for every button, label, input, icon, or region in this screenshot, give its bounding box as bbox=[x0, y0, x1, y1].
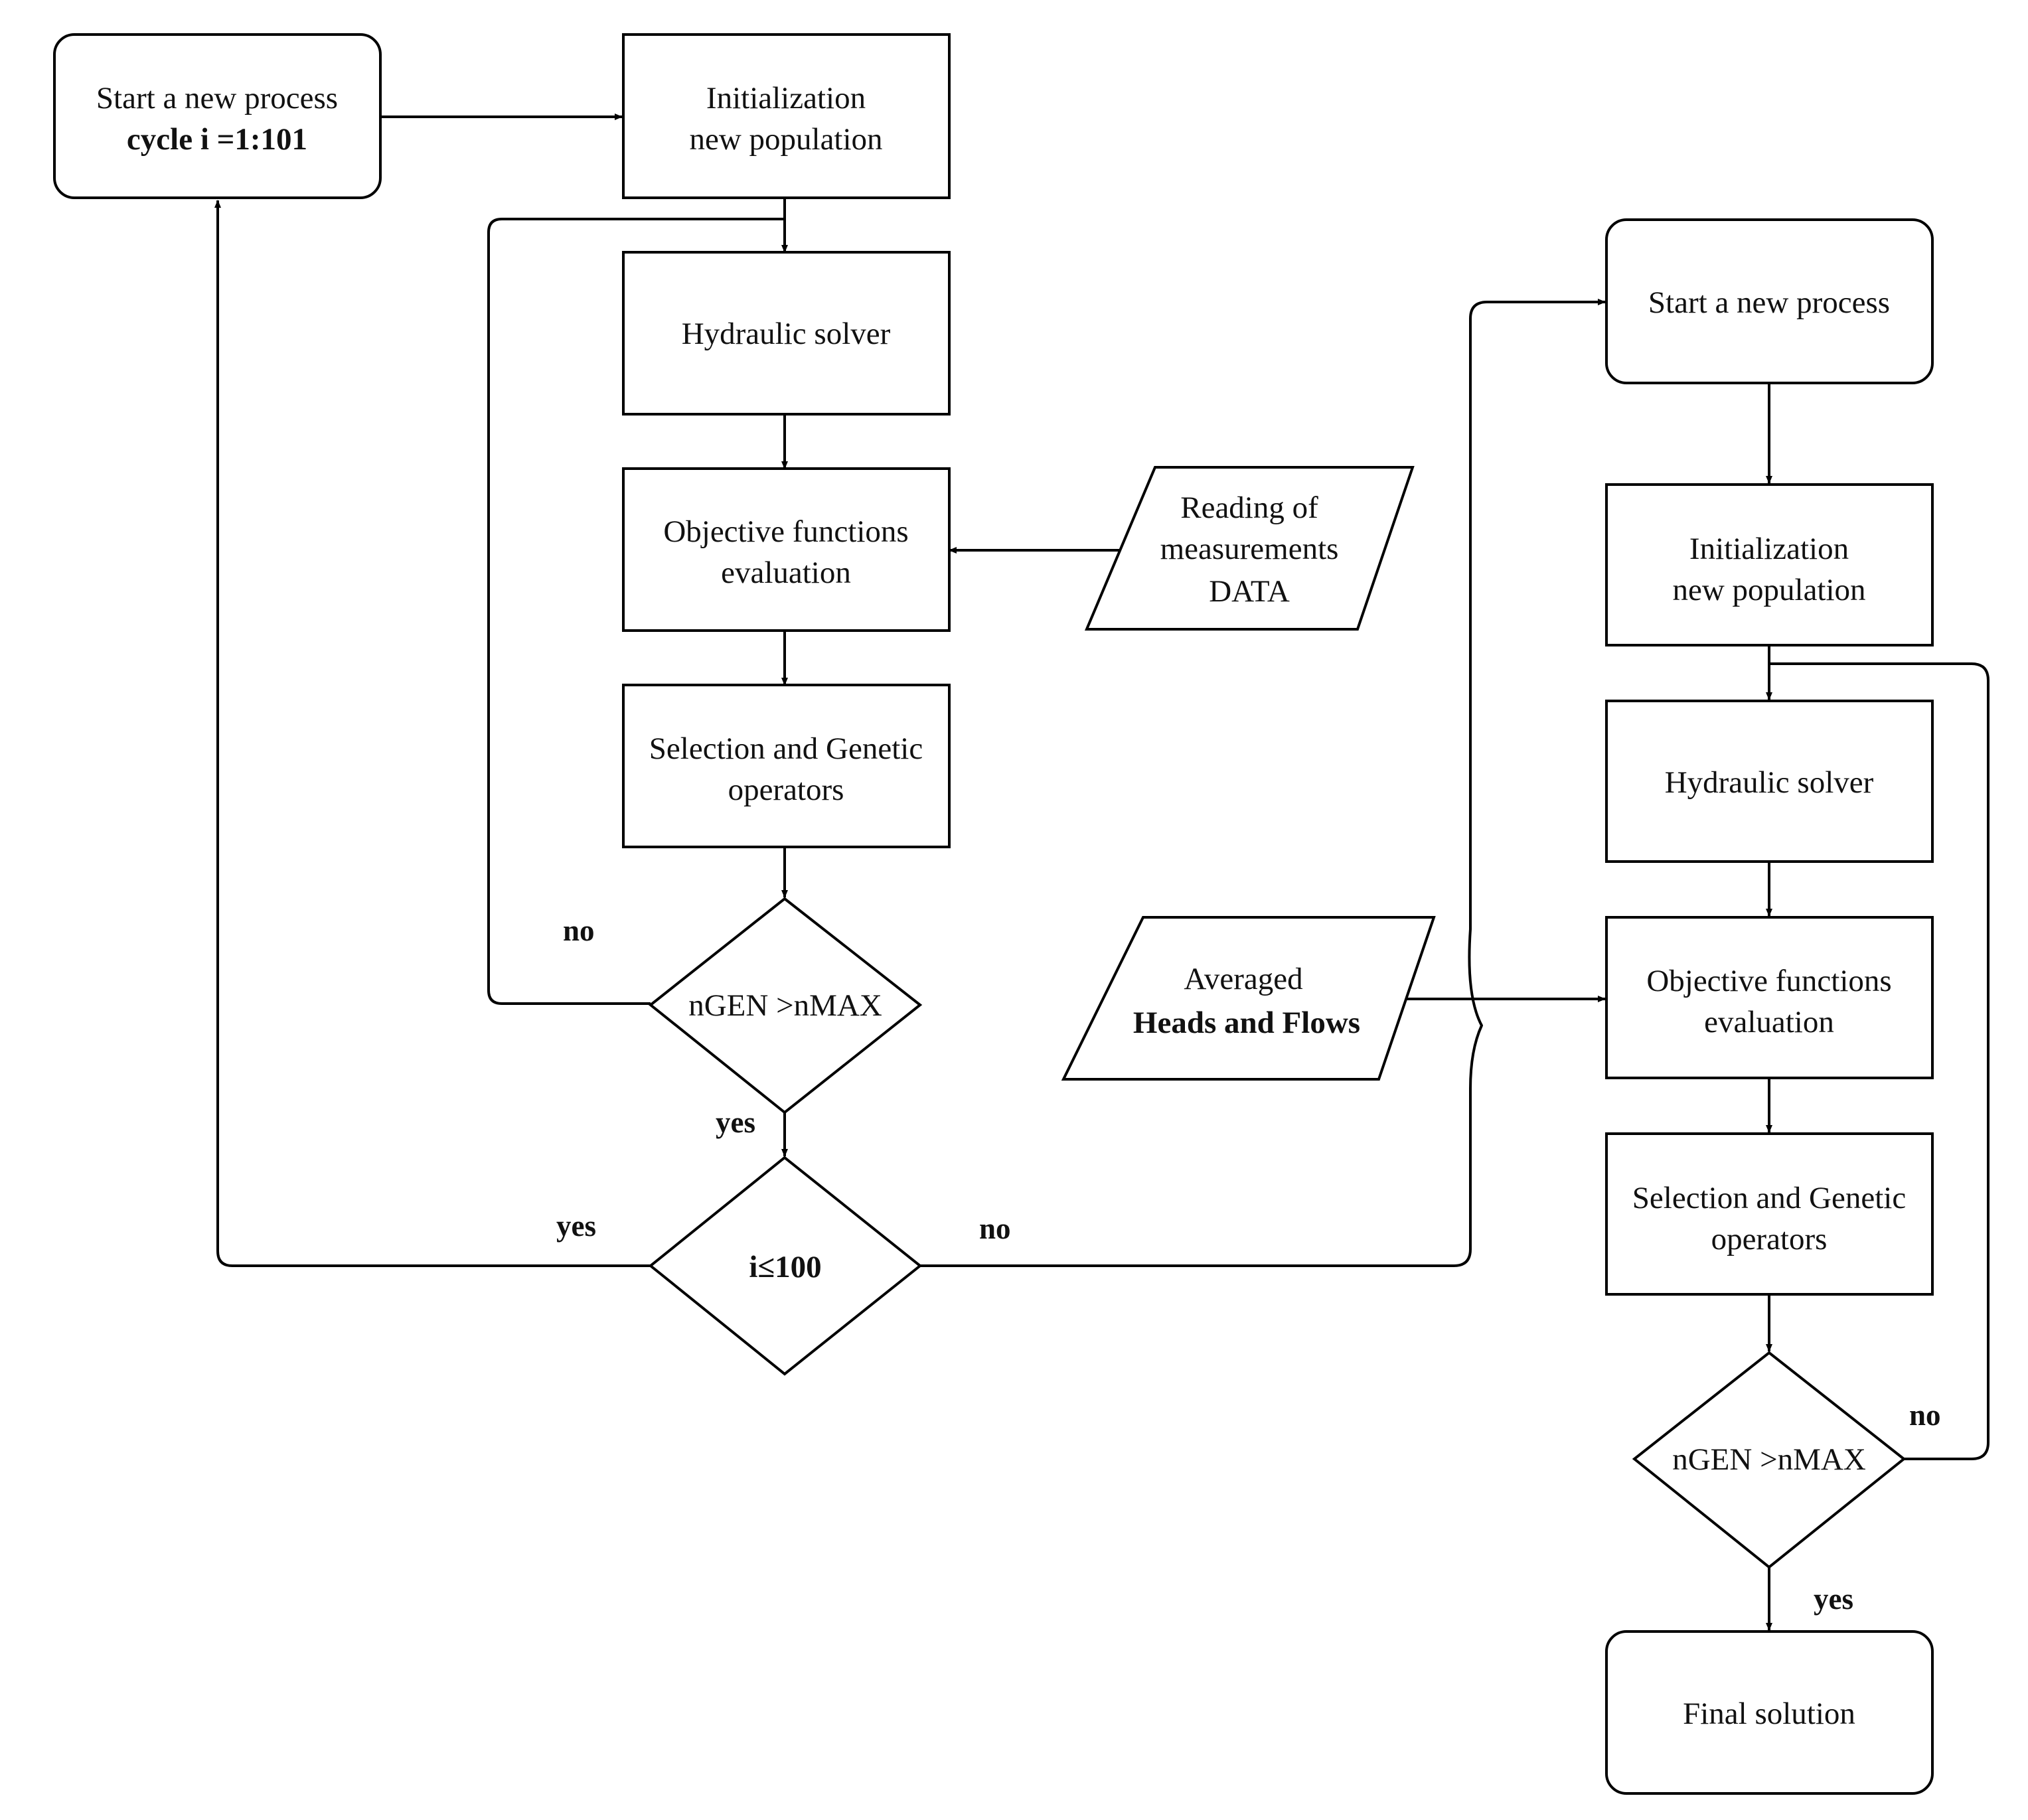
edge-i-yes-to-start bbox=[214, 200, 651, 1267]
node-selection-2: Selection and Genetic operators bbox=[1605, 1132, 1934, 1296]
init-2-line2: new population bbox=[1672, 573, 1865, 607]
node-objective-1: Objective functions evaluation bbox=[622, 467, 951, 632]
edges bbox=[214, 114, 1989, 1631]
node-decision-gen-2: nGEN >nMAX bbox=[1632, 1351, 1907, 1569]
node-init-2: Initialization new population bbox=[1605, 483, 1934, 646]
edge-label-gen2-no: no bbox=[1909, 1399, 1941, 1432]
hydraulic-2-label: Hydraulic solver bbox=[1665, 765, 1874, 800]
edge-i-no-to-start2 bbox=[919, 299, 1606, 1267]
node-selection-1: Selection and Genetic operators bbox=[622, 684, 951, 848]
edge-label-gen1-yes: yes bbox=[716, 1106, 755, 1139]
node-averaged: Averaged Heads and Flows bbox=[1061, 916, 1436, 1081]
selection-2-line1: Selection and Genetic bbox=[1632, 1181, 1906, 1215]
init-1-line2: new population bbox=[689, 122, 882, 157]
edge-label-i-no: no bbox=[979, 1212, 1011, 1245]
node-reading-data: Reading of measurements DATA bbox=[1084, 466, 1415, 631]
node-hydraulic-1: Hydraulic solver bbox=[622, 251, 951, 416]
decision-i-label: i≤100 bbox=[749, 1250, 821, 1284]
start-cycle-line1: Start a new process bbox=[96, 81, 338, 115]
node-decision-gen-1: nGEN >nMAX bbox=[648, 897, 923, 1114]
hydraulic-1-label: Hydraulic solver bbox=[682, 317, 891, 351]
start-cycle-line2: cycle i =1:101 bbox=[127, 122, 307, 157]
reading-data-line3: DATA bbox=[1209, 574, 1290, 609]
objective-1-line1: Objective functions bbox=[663, 514, 908, 549]
reading-data-line1: Reading of bbox=[1180, 491, 1318, 525]
edge-gen2-no-loop bbox=[1769, 662, 1989, 1460]
node-init-1: Initialization new population bbox=[622, 33, 951, 199]
selection-2-line2: operators bbox=[1711, 1222, 1828, 1256]
averaged-line2: Heads and Flows bbox=[1133, 1006, 1360, 1040]
init-1-line1: Initialization bbox=[706, 81, 866, 115]
selection-1-line1: Selection and Genetic bbox=[649, 731, 923, 766]
objective-1-line2: evaluation bbox=[721, 556, 851, 590]
edge-label-gen2-yes: yes bbox=[1814, 1582, 1853, 1616]
objective-2-line1: Objective functions bbox=[1646, 964, 1891, 998]
node-start-2: Start a new process bbox=[1605, 218, 1934, 384]
selection-1-line2: operators bbox=[728, 773, 844, 807]
decision-gen-1-label: nGEN >nMAX bbox=[688, 988, 882, 1023]
edge-gen1-no-loop bbox=[487, 218, 785, 1005]
node-start-cycle: Start a new process cycle i =1:101 bbox=[53, 33, 382, 199]
node-hydraulic-2: Hydraulic solver bbox=[1605, 700, 1934, 863]
objective-2-line2: evaluation bbox=[1704, 1005, 1834, 1039]
node-decision-i: i≤100 bbox=[648, 1156, 923, 1376]
init-2-line1: Initialization bbox=[1689, 532, 1849, 566]
node-final: Final solution bbox=[1605, 1630, 1934, 1795]
edge-label-gen1-no: no bbox=[563, 914, 595, 947]
decision-gen-2-label: nGEN >nMAX bbox=[1672, 1442, 1866, 1477]
start-2-label: Start a new process bbox=[1648, 285, 1890, 320]
reading-data-line2: measurements bbox=[1160, 532, 1339, 566]
final-label: Final solution bbox=[1683, 1697, 1855, 1731]
edge-label-i-yes: yes bbox=[556, 1209, 596, 1243]
node-objective-2: Objective functions evaluation bbox=[1605, 916, 1934, 1079]
averaged-line1: Averaged bbox=[1184, 962, 1302, 996]
